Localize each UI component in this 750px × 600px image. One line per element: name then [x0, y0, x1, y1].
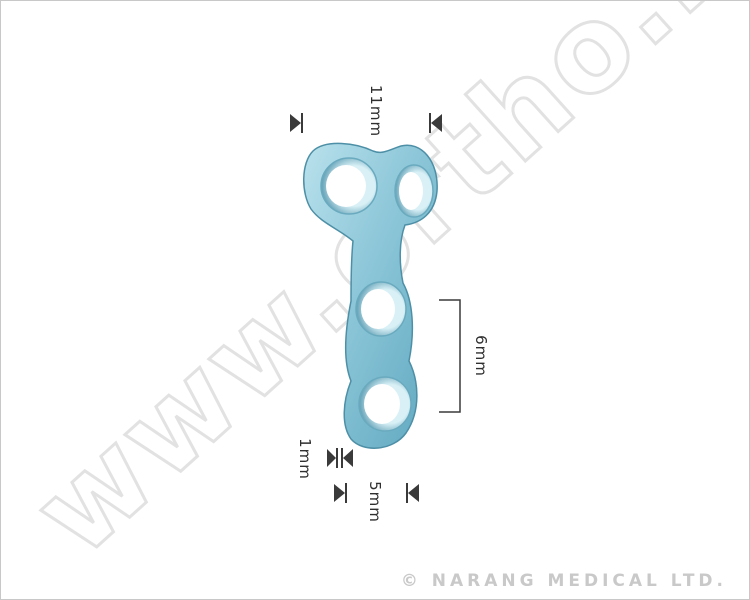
dimension-label-thickness: 1mm — [296, 438, 314, 480]
screw-holes — [320, 157, 434, 432]
dimension-bracket-6mm — [439, 299, 461, 413]
dimension-marker-bottom-left — [334, 483, 347, 503]
dimension-markers — [290, 113, 461, 503]
dimension-label-hole-spacing: 6mm — [472, 335, 490, 377]
dimension-label-top-width: 11mm — [367, 84, 385, 138]
dimension-marker-top-left — [290, 113, 303, 133]
dimension-marker-top-right — [429, 113, 442, 133]
copyright-notice: © NARANG MEDICAL LTD. — [400, 571, 727, 591]
screw-hole-opening — [326, 165, 366, 207]
dimension-label-bottom-width: 5mm — [366, 481, 384, 523]
dimension-marker-thickness — [327, 448, 353, 468]
screw-hole-opening — [399, 172, 423, 210]
screw-hole-opening — [364, 384, 400, 424]
dimension-marker-bottom-right — [406, 483, 419, 503]
screw-hole-opening — [361, 289, 395, 329]
